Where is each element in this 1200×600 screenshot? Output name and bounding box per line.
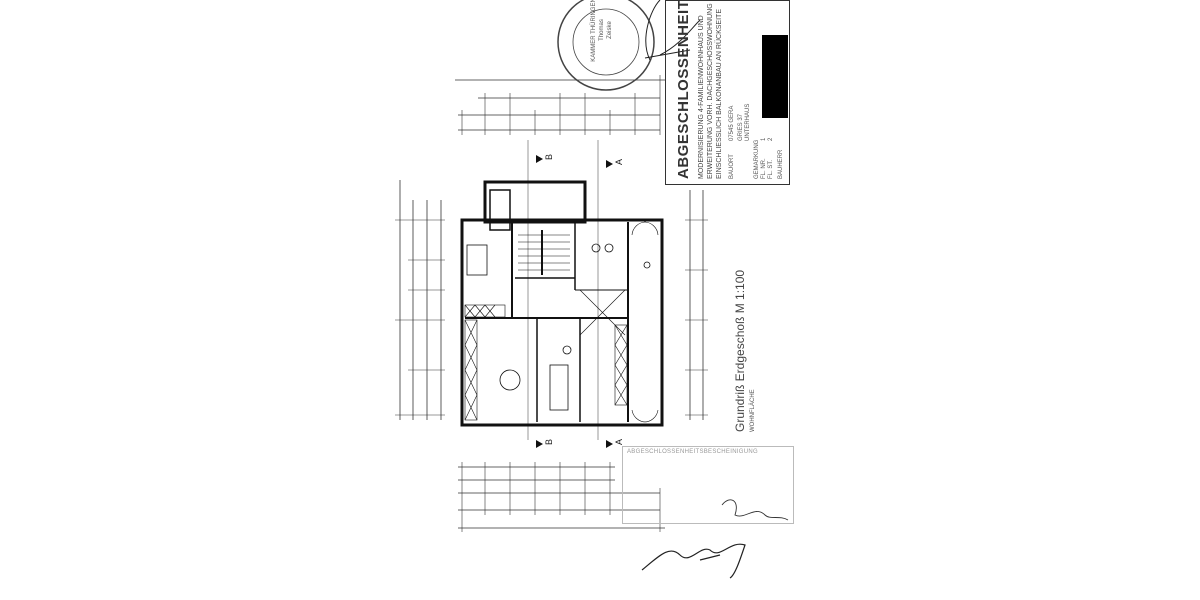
seal-inner-text: Thomas [599,19,605,41]
row-bauherr: BAUHERR [778,150,784,179]
section-marker-a-bottom: A [614,438,625,446]
official-seal [557,0,655,91]
row-fl-nr: FL. NR. 1 [761,138,767,179]
approval-stamp-text: ABGESCHLOSSENHEITSBESCHEINIGUNG [627,449,758,455]
dimension-lines-left [395,180,445,420]
title-block: ABGESCHLOSSENHEIT MODERNISIERUNG 4-FAMIL… [665,0,790,185]
approval-stamp: ABGESCHLOSSENHEITSBESCHEINIGUNG [622,446,794,524]
signature-stamp [721,499,789,521]
plan-title-block: Grundriß Erdgeschoß M 1:100 WOHNFLÄCHE [733,232,773,432]
description-line: MODERNISIERUNG 4-FAMILIENWOHNHAUS UND [698,15,705,179]
row-value: GRIES 37 [738,113,744,141]
description-line: EINSCHLIESSLICH BALKONANBAU AN RÜCKSEITE [716,9,723,179]
row-label: FL. NR. [761,158,767,179]
building-walls [460,180,664,427]
row-bauort: BAUORT 07545 GERA [729,106,735,179]
seal-text: KAMMER THÜRINGEN Thomas Zeiske [590,0,614,70]
description-line: ERWEITERUNG VORH. DACHGESCHOSSWOHNUNG [707,3,714,179]
project-description: MODERNISIERUNG 4-FAMILIENWOHNHAUS UND ER… [697,3,724,179]
row-label: BAUORT [729,154,735,179]
section-marker-b-bottom: B [544,438,555,446]
signature-top [644,0,701,61]
row-value: 07545 GERA [729,105,735,141]
dimension-lines-top [455,75,665,135]
signature-bottom [641,543,746,579]
section-arrows [536,155,613,448]
section-marker-a-top: A [614,158,625,166]
title-block-heading: ABGESCHLOSSENHEIT [675,0,692,179]
row-value: UNTERHAUS [745,103,751,141]
dimension-lines-bottom [458,462,665,532]
row-label: BAUHERR [778,149,784,179]
section-marker-b-top: B [544,153,555,161]
dimension-lines-right [685,190,708,420]
title-block-frame [665,0,790,185]
row-label: FL. ST. [768,159,774,179]
row-fl-st: FL. ST. 2 [768,138,774,179]
row-value: 2 [768,137,774,141]
seal-inner-text: Zeiske [607,21,613,39]
row-value: 1 [761,137,767,141]
redaction-box [762,35,788,118]
row-label: GEMARKUNG [754,139,760,179]
plan-subtitle: WOHNFLÄCHE [750,389,756,432]
plan-title: Grundriß Erdgeschoß M 1:100 [733,269,747,432]
seal-ring-text: KAMMER THÜRINGEN [591,0,597,62]
row-gemarkung: GEMARKUNG [754,140,760,179]
